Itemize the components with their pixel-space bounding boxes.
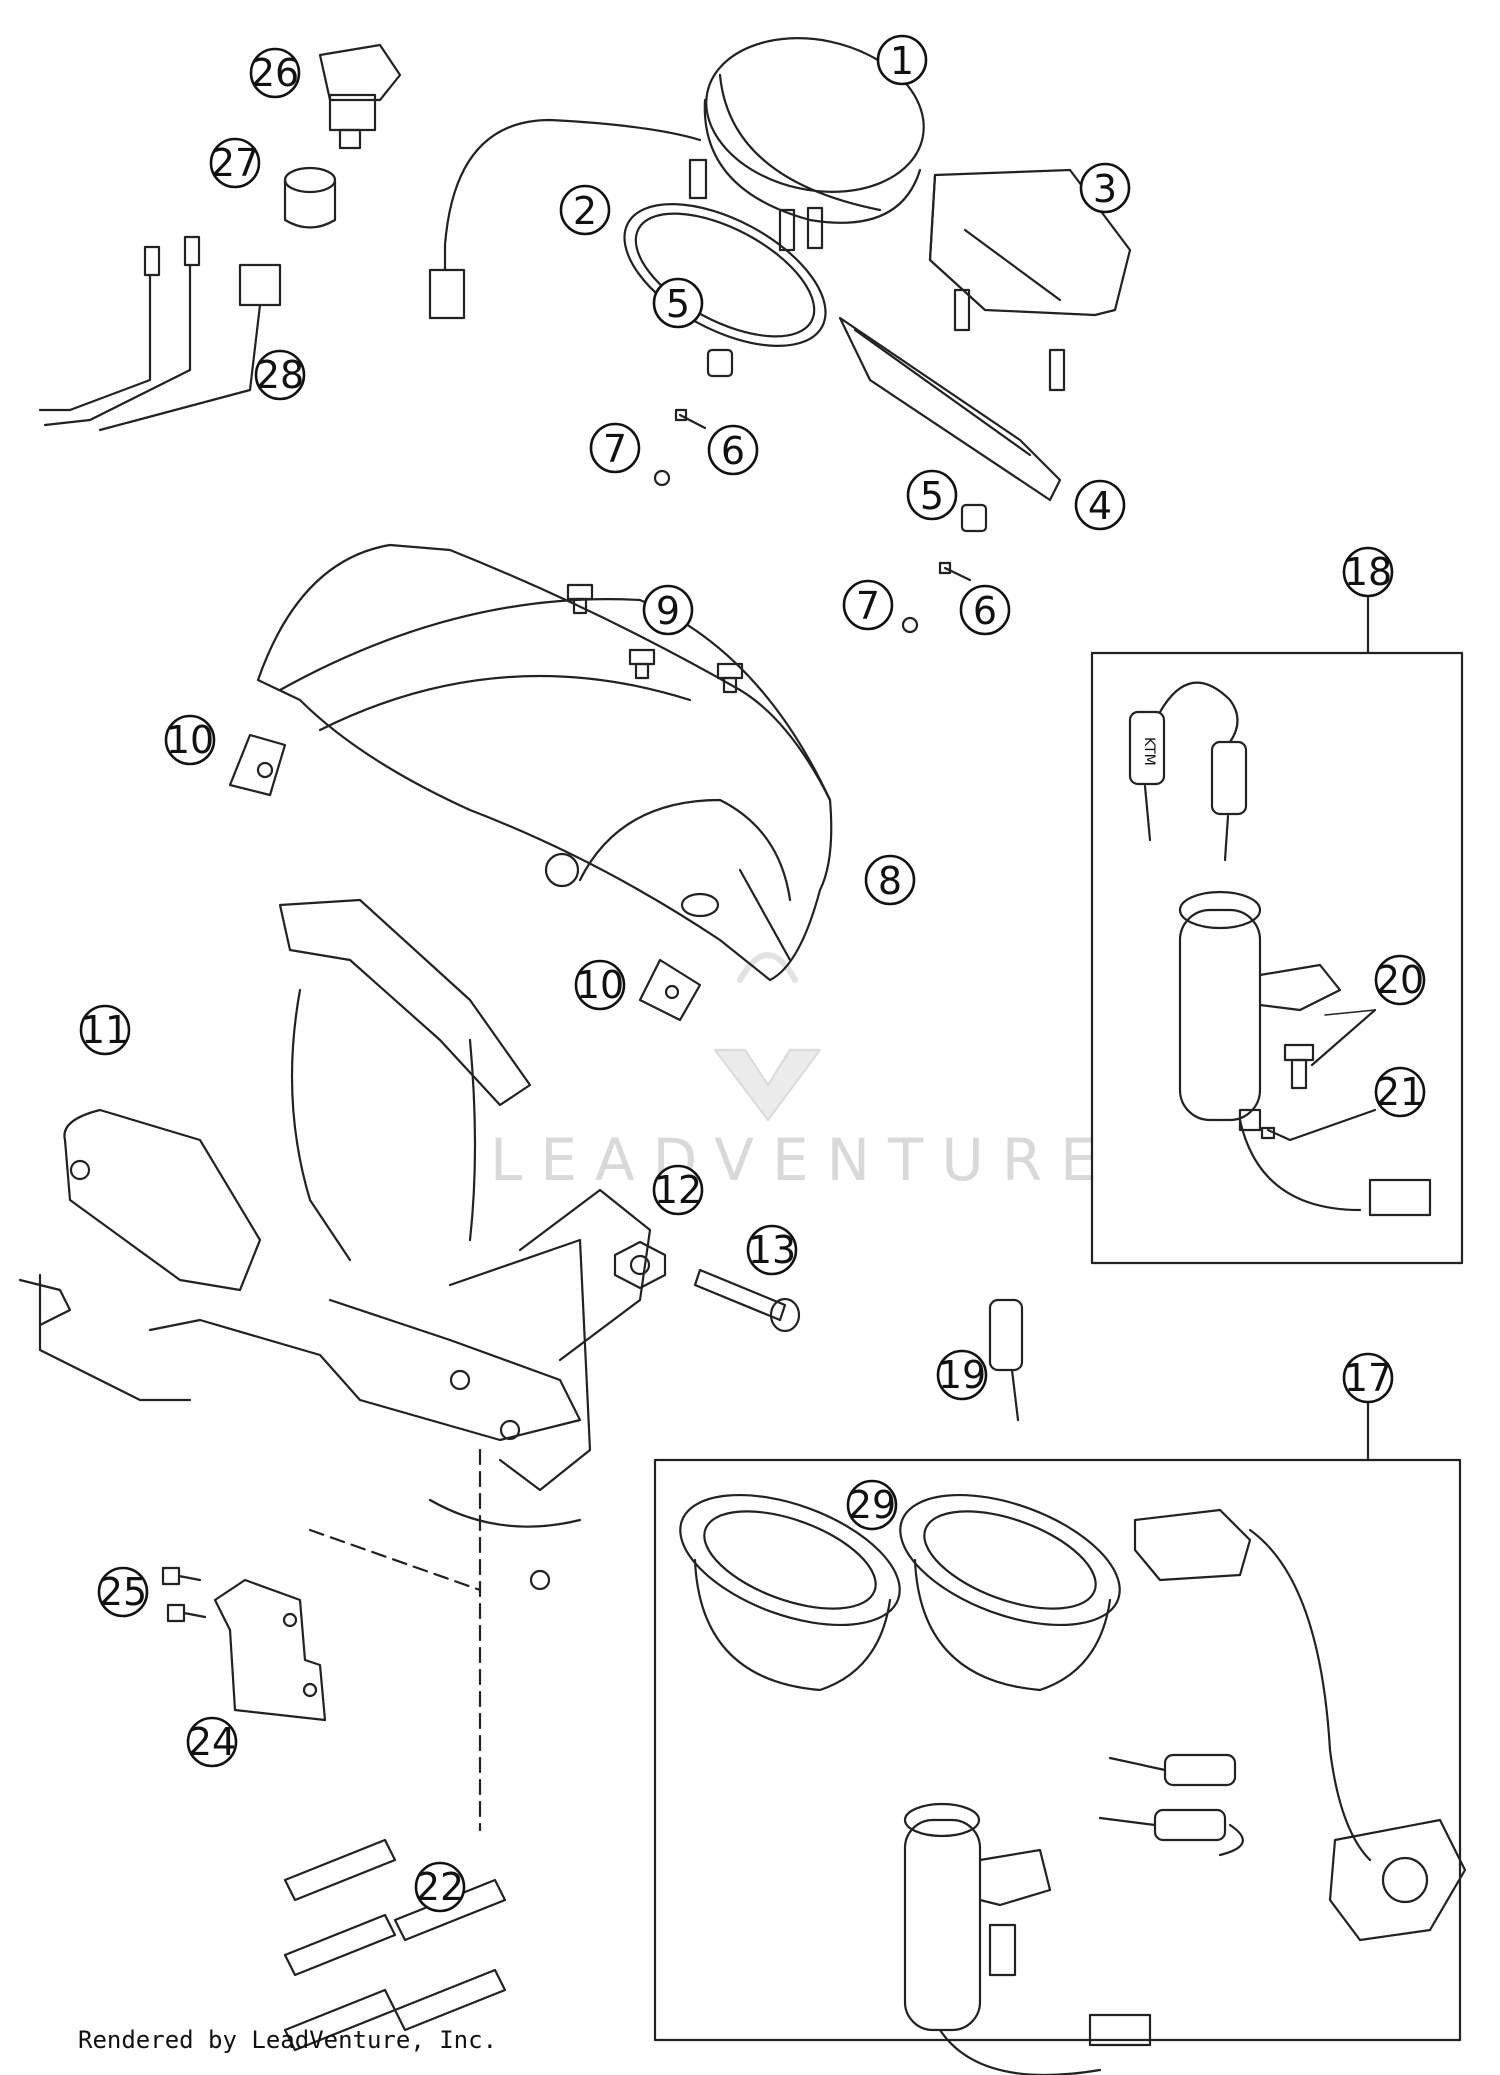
callout-7a: 7: [589, 422, 641, 474]
watermark: LEADVENTURE: [490, 952, 1115, 1194]
hex-bolt: [693, 1268, 801, 1333]
callout-21: 21: [1374, 1066, 1426, 1118]
footer-credit: Rendered by LeadVenture, Inc.: [78, 2026, 498, 2054]
svg-text:10: 10: [166, 718, 214, 762]
svg-text:4: 4: [1088, 484, 1112, 528]
wiring-harness: [38, 235, 282, 432]
svg-text:25: 25: [99, 1570, 147, 1614]
svg-text:28: 28: [256, 353, 304, 397]
rubber-grommet: [706, 348, 988, 533]
callout-2: 2: [559, 184, 611, 236]
tachometer: [928, 168, 1132, 392]
rubber-sleeves: [283, 1838, 507, 2052]
svg-text:13: 13: [748, 1228, 796, 1272]
callout-20: 20: [1374, 954, 1426, 1006]
svg-text:6: 6: [973, 589, 997, 633]
fuel-tank-caps: [679, 1493, 1121, 1692]
svg-text:2: 2: [573, 189, 597, 233]
svg-text:5: 5: [666, 282, 690, 326]
callout-25: 25: [97, 1566, 149, 1618]
svg-text:21: 21: [1376, 1070, 1424, 1114]
svg-text:8: 8: [878, 859, 902, 903]
callout-19: 19: [936, 1349, 988, 1401]
svg-text:27: 27: [211, 141, 259, 185]
steering-lock: [1133, 1508, 1467, 1942]
watermark-text: LEADVENTURE: [490, 1126, 1115, 1194]
callout-9: 9: [642, 584, 694, 636]
svg-text:9: 9: [656, 589, 680, 633]
ignition-key: [988, 1298, 1024, 1422]
svg-text:3: 3: [1093, 167, 1117, 211]
ignition-screws: [1260, 1043, 1315, 1142]
svg-text:19: 19: [938, 1353, 986, 1397]
callout-28: 28: [254, 349, 306, 401]
callout-6a: 6: [707, 424, 759, 476]
svg-text:24: 24: [188, 1720, 236, 1764]
fuel-cap-lock-kit-box: [653, 1458, 1462, 2042]
svg-text:18: 18: [1344, 550, 1392, 594]
svg-text:29: 29: [848, 1483, 896, 1527]
callout-29: 29: [846, 1479, 898, 1531]
callouts: 1 2 3 4 5 5 6 6 7 7 8 9 10 10 11 12 13 1…: [79, 34, 1426, 1913]
callout-6b: 6: [959, 584, 1011, 636]
callout-5a: 5: [652, 277, 704, 329]
callout-8: 8: [864, 854, 916, 906]
callout-4: 4: [1074, 479, 1126, 531]
nut: [653, 469, 919, 634]
svg-text:6: 6: [721, 429, 745, 473]
socket-cap: [283, 166, 337, 229]
callout-24: 24: [186, 1716, 238, 1768]
svg-text:1: 1: [890, 39, 914, 83]
speedometer: [428, 37, 925, 320]
callout-18: 18: [1342, 546, 1394, 598]
svg-text:10: 10: [576, 963, 624, 1007]
svg-text:7: 7: [603, 427, 627, 471]
svg-text:12: 12: [654, 1168, 702, 1212]
svg-text:11: 11: [81, 1008, 129, 1052]
ignition-lock-kit-box: [1090, 651, 1464, 1265]
callout-22: 22: [414, 1861, 466, 1913]
headlight-mask: [256, 543, 833, 982]
screws: [566, 583, 744, 694]
callout-1: 1: [876, 34, 928, 86]
callout-27: 27: [209, 137, 261, 189]
ignition-lock-cylinder: [1178, 890, 1432, 1217]
callout-13: 13: [746, 1224, 798, 1276]
callout-10a: 10: [164, 714, 216, 766]
speed-clip: [228, 733, 702, 1022]
speedometer-gasket: [623, 203, 827, 347]
ignition-keys: KTM: [1128, 681, 1248, 862]
svg-text:5: 5: [920, 474, 944, 518]
callout-7b: 7: [842, 579, 894, 631]
svg-text:20: 20: [1376, 958, 1424, 1002]
callout-3: 3: [1079, 162, 1131, 214]
collar-nut: [613, 1240, 667, 1290]
fuel-cap-keys: [1098, 1753, 1244, 1857]
fuel-cap-lock-cylinder: [903, 1802, 1152, 2075]
bolt: [674, 408, 972, 582]
svg-text:22: 22: [416, 1865, 464, 1909]
lamp-bracket: [18, 898, 652, 1832]
callout-26: 26: [249, 47, 301, 99]
svg-text:17: 17: [1344, 1356, 1392, 1400]
svg-text:7: 7: [856, 584, 880, 628]
svg-text:26: 26: [251, 51, 299, 95]
callout-10b: 10: [574, 959, 626, 1011]
callout-12: 12: [652, 1164, 704, 1216]
key-brand-label: KTM: [1141, 737, 1157, 766]
bracket-screws: [161, 1566, 207, 1623]
callout-11: 11: [79, 1004, 131, 1056]
callout-5b: 5: [906, 469, 958, 521]
power-socket: [318, 43, 402, 150]
tachometer-gasket: [838, 316, 1062, 502]
callout-17: 17: [1342, 1352, 1394, 1404]
mounting-bracket: [213, 1578, 327, 1722]
